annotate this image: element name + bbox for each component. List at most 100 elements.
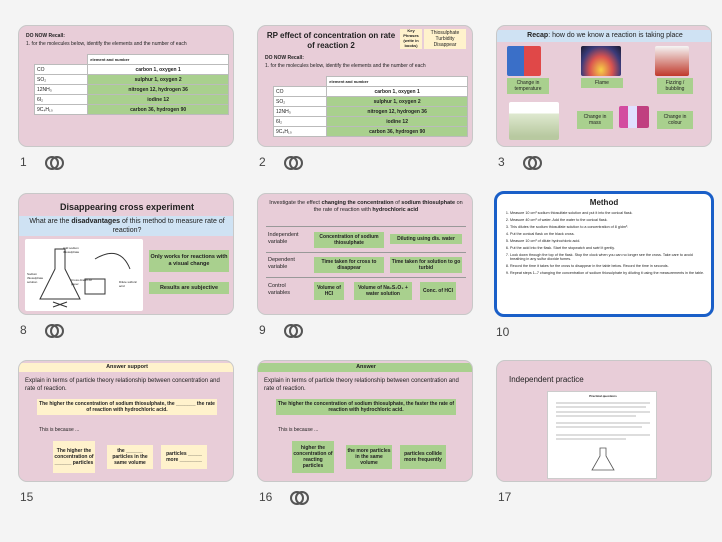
label-fizzing: Fizzing / bubbling (657, 78, 693, 94)
formula-cell: CO (33, 64, 89, 75)
formula-cell: SO₂ (33, 74, 89, 85)
answer-visual-change: Only works for reactions with a visual c… (149, 250, 229, 272)
slide-title: RP effect of concentration on rate of re… (266, 31, 396, 50)
slide-9-meta: 9 (259, 320, 303, 340)
diagram-label: Sodium thiosulphate solution (27, 272, 44, 284)
answer-box-3: particles collide more frequently (400, 445, 446, 469)
table-header: element and number (87, 54, 229, 65)
method-step: Measure 10 cm³ sodium thiosulfate soluti… (510, 211, 707, 216)
do-now-heading: DO NOW Recall: (26, 33, 65, 39)
link-icon[interactable] (44, 324, 64, 338)
slide-number: 17 (498, 490, 512, 504)
support-box-2: the ______ particles in the same volume (107, 445, 153, 469)
slide-15-canvas[interactable]: Answer support Explain in terms of parti… (18, 360, 234, 482)
answer-cell: carbon 1, oxygen 1 (87, 64, 229, 75)
title-bold: Recap (527, 32, 549, 39)
slide-thumbnail-10[interactable]: Method Measure 10 cm³ sodium thiosulfate… (494, 191, 716, 339)
slide-1-meta: 1 (20, 152, 64, 172)
flame-image (581, 46, 621, 76)
answer-support-header: Answer support (19, 363, 233, 372)
row-label-dependent: Dependent variable (268, 257, 295, 270)
control-a: Volume of HCl (314, 282, 344, 300)
answer-cell: nitrogen 12, hydrogen 36 (87, 84, 229, 95)
worksheet-heading: Practical questions (589, 394, 617, 398)
slide-number: 3 (498, 155, 505, 169)
intro-text: Investigate the effect (269, 200, 322, 206)
link-icon[interactable] (44, 156, 64, 170)
slide-3-meta: 3 (498, 152, 542, 172)
slide-title: Method (589, 198, 619, 207)
dependent-b: Time taken for solution to go turbid (390, 257, 462, 273)
slide-thumbnail-1[interactable]: DO NOW Recall: 1. for the molecules belo… (18, 25, 240, 170)
formula-cell: 6I₂ (33, 94, 89, 105)
answer-header: Answer (258, 363, 472, 372)
answer-cell: sulphur 1, oxygen 2 (326, 96, 468, 107)
link-icon[interactable] (283, 156, 303, 170)
answer-cell: carbon 36, hydrogen 90 (87, 104, 229, 115)
slide-thumbnail-16[interactable]: Answer Explain in terms of particle theo… (257, 360, 479, 505)
slide-2-canvas[interactable]: RP effect of concentration on rate of re… (257, 25, 473, 147)
slide-thumbnail-8[interactable]: Disappearing cross experiment What are t… (18, 193, 240, 338)
slide-thumbnail-17[interactable]: Independent practice Practical questions… (496, 360, 718, 504)
slide-number: 10 (496, 325, 510, 339)
slide-15-meta: 15 (20, 487, 33, 507)
support-box-1: The higher the concentration of ______ p… (53, 441, 95, 473)
slide-title: Independent practice (509, 375, 584, 384)
slide-10-canvas[interactable]: Method Measure 10 cm³ sodium thiosulfate… (494, 191, 714, 317)
worksheet-image: Practical questions (547, 391, 657, 479)
control-b: Volume of Na₂S₂O₃ + water solution (354, 282, 412, 300)
slide-thumbnail-3[interactable]: Recap: how do we know a reaction is taki… (496, 25, 718, 170)
answer-cell: iodine 12 (87, 94, 229, 105)
answer-cell: sulphur 1, oxygen 2 (87, 74, 229, 85)
because-text: This is because ... (278, 427, 319, 433)
slide-9-canvas[interactable]: Investigate the effect changing the conc… (257, 193, 473, 315)
row-label-control: Control variables (268, 283, 291, 296)
answer-cell: carbon 36, hydrogen 90 (326, 126, 468, 137)
flask-icon (591, 447, 615, 471)
title-rest: : how do we know a reaction is taking pl… (548, 32, 683, 39)
control-c: Conc. of HCl (420, 282, 456, 300)
link-icon[interactable] (290, 491, 310, 505)
label-colour: Change in colour (657, 111, 693, 129)
intro-bold: sodium thiosulphate (401, 200, 456, 206)
balance-image (509, 102, 559, 140)
slide-8-canvas[interactable]: Disappearing cross experiment What are t… (18, 193, 234, 315)
method-step: Record the time it takes for the cross t… (510, 264, 707, 269)
intro-text: on the rate of reaction with (313, 200, 463, 213)
dependent-a: Time taken for cross to disappear (314, 257, 384, 273)
slide-thumbnail-2[interactable]: RP effect of concentration on rate of re… (257, 25, 479, 170)
slide-10-meta: 10 (496, 322, 509, 342)
do-now-instruction: 1. for the molecules below, identify the… (265, 63, 426, 69)
slide-17-canvas[interactable]: Independent practice Practical questions (496, 360, 712, 482)
answer-box-2: the more particles in the same volume (346, 445, 392, 469)
formula-cell: 12NH₃ (272, 106, 328, 117)
formula-cell: 6I₂ (272, 116, 328, 127)
slide-thumbnail-15[interactable]: Answer support Explain in terms of parti… (18, 360, 240, 504)
slide-number: 2 (259, 155, 266, 169)
link-icon[interactable] (522, 156, 542, 170)
slide-2-meta: 2 (259, 152, 303, 172)
colour-change-image (619, 106, 649, 128)
slide-thumbnail-9[interactable]: Investigate the effect changing the conc… (257, 193, 479, 338)
formula-cell: 9C₄H₁₀ (33, 104, 89, 115)
slide-title: Recap: how do we know a reaction is taki… (497, 30, 711, 42)
diagram-label: Cross drawn on paper (71, 278, 93, 286)
flask-diagram-icon (39, 248, 131, 308)
label-flame: Flame (581, 78, 623, 88)
answer-cell: iodine 12 (326, 116, 468, 127)
support-box-3: particles _____ more ________ (161, 445, 207, 469)
question-bar: What are the disadvantages of this metho… (19, 216, 233, 236)
intro-bold: changing the concentration (321, 200, 394, 206)
formula-cell: 12NH₃ (33, 84, 89, 95)
slide-title: Disappearing cross experiment (59, 202, 195, 212)
slide-1-canvas[interactable]: DO NOW Recall: 1. for the molecules belo… (18, 25, 234, 147)
link-icon[interactable] (283, 324, 303, 338)
method-step: Measure 40 cm³ of water. Add the water t… (510, 218, 707, 223)
slide-16-canvas[interactable]: Answer Explain in terms of particle theo… (257, 360, 473, 482)
intro-bold: hydrochloric acid (372, 206, 419, 213)
slide-3-canvas[interactable]: Recap: how do we know a reaction is taki… (496, 25, 712, 147)
statement-box: The higher the concentration of sodium t… (37, 399, 217, 415)
slide-number: 8 (20, 323, 27, 337)
